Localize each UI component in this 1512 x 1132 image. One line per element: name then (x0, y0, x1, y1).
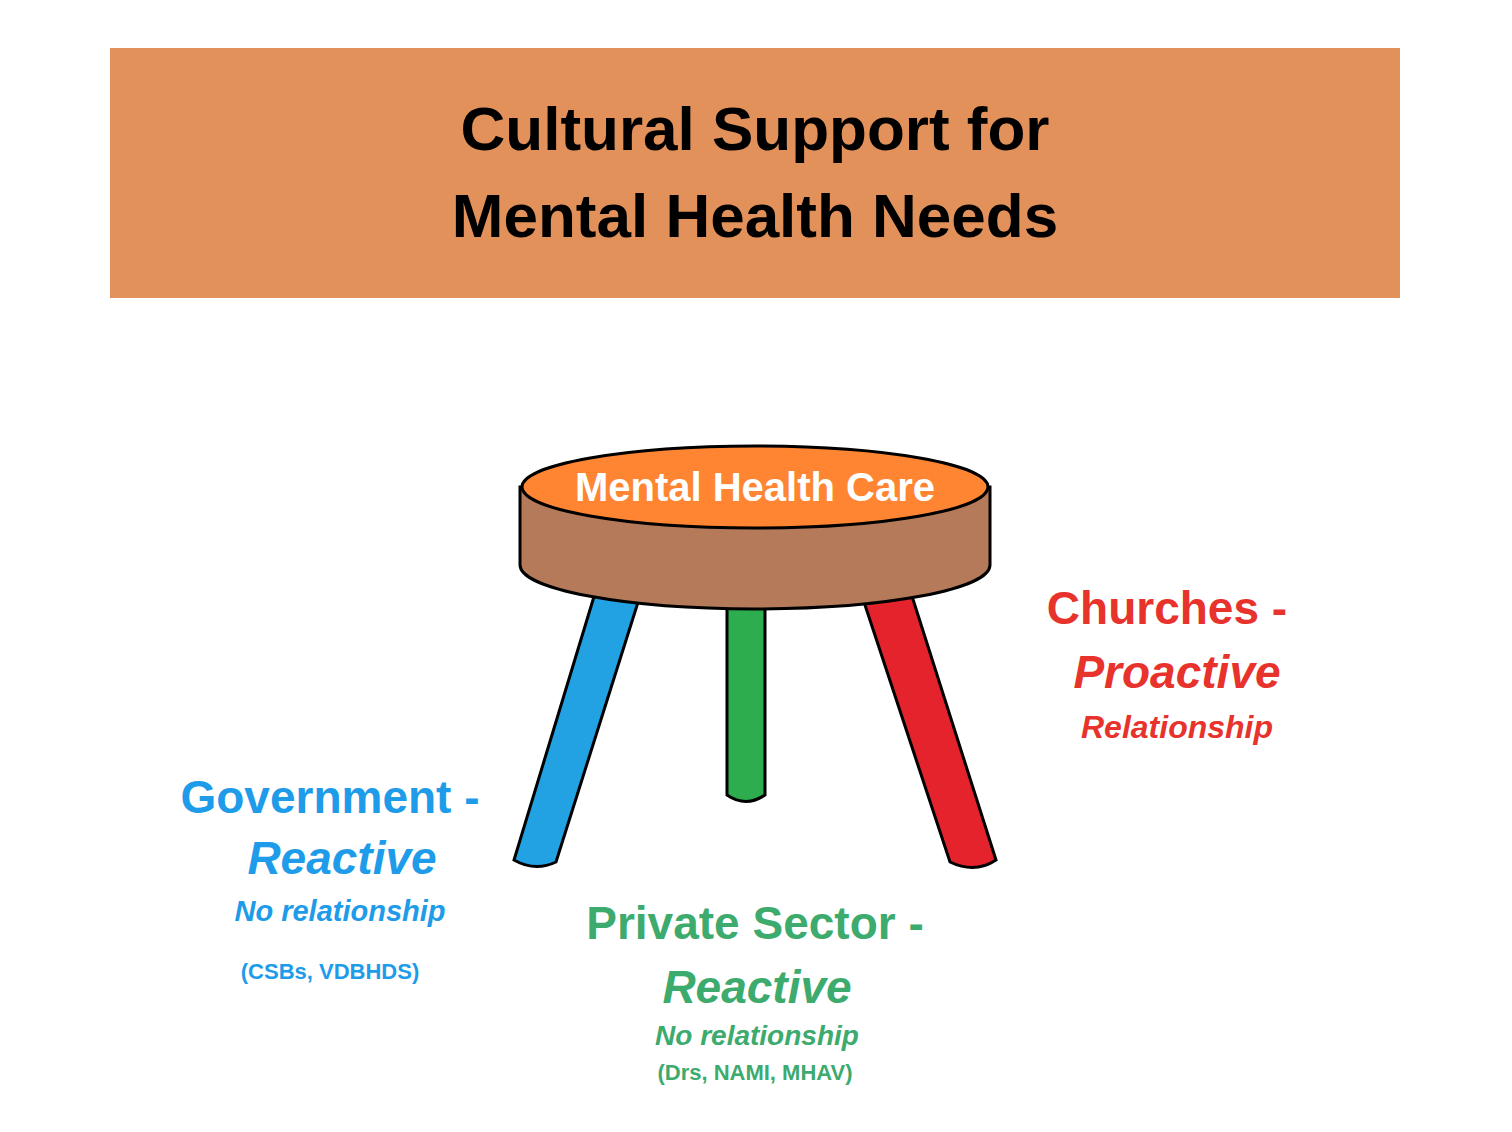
sector-name: Government - (180, 772, 479, 823)
government-leg (514, 590, 640, 867)
churches-leg (862, 590, 996, 868)
stance: Reactive (247, 833, 436, 884)
relationship-note: No relationship (655, 1021, 859, 1052)
title-band (110, 48, 1400, 298)
stance: Reactive (662, 962, 851, 1013)
examples: (CSBs, VDBHDS) (241, 960, 419, 984)
stance: Proactive (1073, 647, 1280, 698)
title-text: Cultural Support for Mental Health Needs (375, 86, 1135, 260)
seat-ellipse (522, 446, 988, 528)
sector-name: Private Sector - (586, 898, 923, 949)
sector-name: Churches - (1047, 583, 1287, 634)
stool-seat: Mental Health Care (520, 444, 990, 530)
relationship-note: Relationship (1081, 710, 1273, 745)
examples: (Drs, NAMI, MHAV) (657, 1061, 852, 1085)
relationship-note: No relationship (234, 896, 445, 928)
private-sector-leg (727, 600, 765, 802)
seat-label: Mental Health Care (575, 465, 935, 510)
title-box: Cultural Support for Mental Health Needs (110, 48, 1400, 298)
